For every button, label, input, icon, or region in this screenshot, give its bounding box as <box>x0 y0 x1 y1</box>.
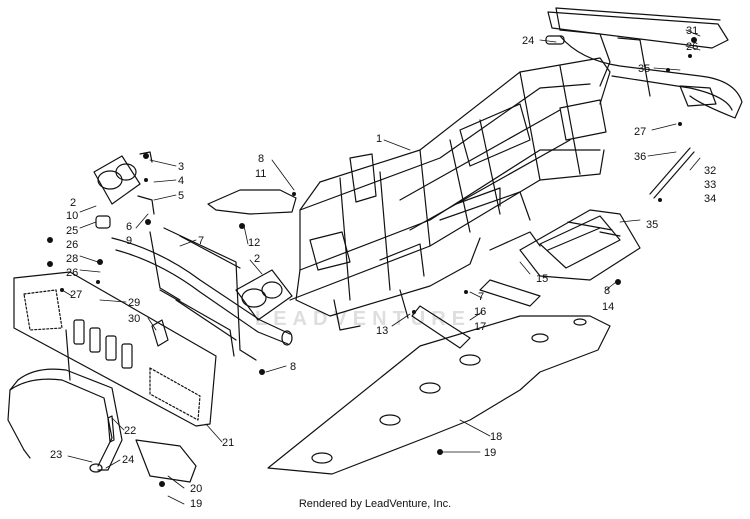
label-20: 20 <box>190 483 202 495</box>
front-grille <box>13 271 217 427</box>
label-30: 30 <box>128 313 140 325</box>
label-16: 16 <box>474 306 486 318</box>
grommet <box>95 215 111 229</box>
label-23: 23 <box>50 449 62 461</box>
rod-2 <box>653 151 695 199</box>
label-21: 21 <box>222 437 234 449</box>
label-19: 19 <box>484 447 496 459</box>
label-8-right: 8 <box>604 285 610 297</box>
fasteners <box>47 37 697 487</box>
pin <box>151 319 169 347</box>
label-6: 6 <box>126 221 132 233</box>
label-31: 31 <box>686 25 698 37</box>
headlight-bracket <box>207 189 297 215</box>
label-32: 32 <box>704 165 716 177</box>
label-27-front: 27 <box>70 289 82 301</box>
label-26-lower: 26 <box>66 267 78 279</box>
label-18: 18 <box>490 431 502 443</box>
label-12: 12 <box>248 237 260 249</box>
label-13: 13 <box>376 325 388 337</box>
label-2: 2 <box>70 197 76 209</box>
label-26-front: 26 <box>66 239 78 251</box>
skid-strip-lower <box>411 305 471 349</box>
label-24-front: 24 <box>122 454 134 466</box>
front-guard-tube <box>7 368 123 473</box>
label-4: 4 <box>178 175 184 187</box>
label-7: 7 <box>198 235 204 247</box>
label-2-center: 2 <box>254 253 260 265</box>
rod <box>649 147 691 195</box>
label-29: 29 <box>128 297 140 309</box>
label-9: 9 <box>126 235 132 247</box>
label-35: 35 <box>638 63 650 75</box>
label-22: 22 <box>124 425 136 437</box>
footrest <box>519 209 641 281</box>
long-bolt <box>107 415 115 443</box>
label-7-center: 7 <box>478 291 484 303</box>
label-27: 27 <box>634 126 646 138</box>
label-15: 15 <box>536 273 548 285</box>
footer-credit: Rendered by LeadVenture, Inc. <box>298 498 452 510</box>
label-28: 28 <box>66 253 78 265</box>
label-5: 5 <box>178 190 184 202</box>
label-1: 1 <box>376 133 382 145</box>
label-11: 11 <box>255 168 266 180</box>
main-frame <box>289 57 611 331</box>
label-24: 24 <box>522 35 534 47</box>
skid-strip-upper <box>479 279 541 307</box>
label-19-front: 19 <box>190 498 202 510</box>
label-8: 8 <box>258 153 264 165</box>
label-8-lower: 8 <box>290 361 296 373</box>
label-36: 36 <box>634 151 646 163</box>
rear-bumper <box>545 7 743 119</box>
lower-bracket <box>135 439 197 483</box>
label-26: 26 <box>686 41 698 53</box>
label-33: 33 <box>704 179 716 191</box>
front-bumper-frame <box>111 227 293 361</box>
label-25: 25 <box>66 225 78 237</box>
label-3: 3 <box>178 161 184 173</box>
watermark: LEADVENTURE <box>255 308 472 330</box>
label-14: 14 <box>602 301 614 313</box>
leader-lines <box>61 29 701 505</box>
label-34: 34 <box>704 193 716 205</box>
label-10: 10 <box>66 210 78 222</box>
label-17: 17 <box>474 321 486 333</box>
part-labels: 31 26 24 35 1 27 3 4 5 8 11 36 32 33 34 … <box>50 25 716 510</box>
headlight-left <box>93 151 155 215</box>
label-35-lower: 35 <box>646 219 658 231</box>
headlight-center <box>235 269 293 321</box>
skid-plate <box>267 315 611 475</box>
